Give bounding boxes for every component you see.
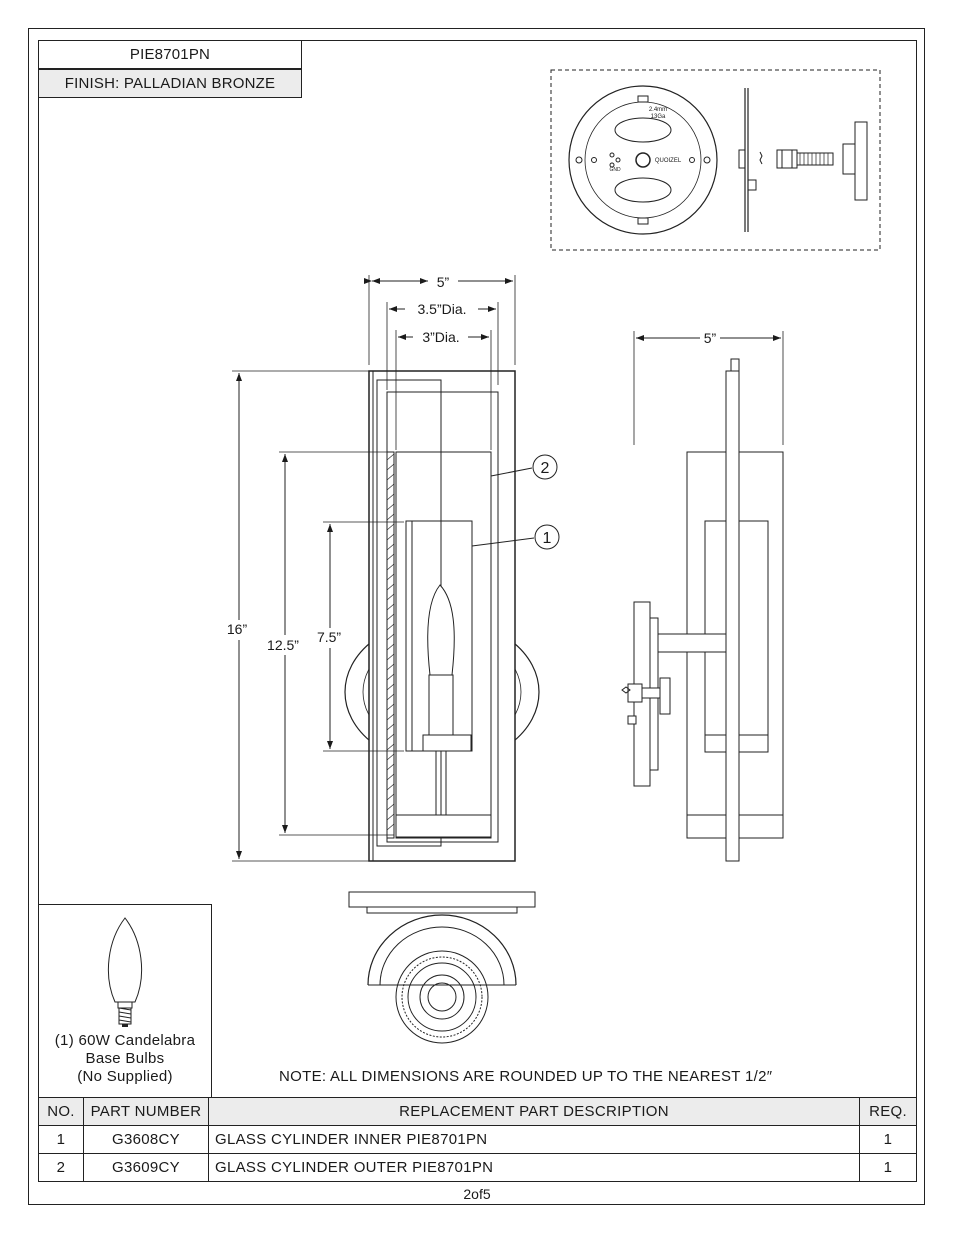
bulb-caption-line1: (1) 60W Candelabra	[54, 1032, 196, 1049]
dimension-note: NOTE: ALL DIMENSIONS ARE ROUNDED UP TO T…	[279, 1068, 773, 1085]
dim-inner-dia: 3”Dia.	[422, 329, 459, 345]
front-view	[344, 370, 540, 862]
dim-outer-dia: 3.5”Dia.	[417, 301, 466, 317]
row-part-number: G3609CY	[83, 1153, 209, 1182]
dimension-lines	[232, 275, 784, 862]
gauge-top-label: 2.4mm	[649, 107, 667, 113]
row-part-number: G3608CY	[83, 1125, 209, 1154]
header-part-number: PART NUMBER	[83, 1097, 209, 1126]
candelabra-bulb-icon	[107, 917, 143, 1027]
mounting-plate-detail: 2.4mm 13Ga QUOIZEL GND	[550, 69, 881, 251]
callout-outer-number: 2	[541, 460, 550, 477]
gauge-bottom-label: 13Ga	[651, 114, 666, 120]
dim-outer-glass-height: 12.5”	[267, 637, 299, 653]
drawing-border	[38, 40, 917, 1182]
parts-table: NO. PART NUMBER REPLACEMENT PART DESCRIP…	[38, 1097, 917, 1182]
dim-side-width: 5”	[704, 330, 717, 346]
parts-table-header: NO. PART NUMBER REPLACEMENT PART DESCRIP…	[38, 1097, 917, 1126]
dim-total-height: 16”	[227, 621, 248, 637]
top-view	[348, 891, 536, 1044]
row-no: 1	[38, 1125, 84, 1154]
table-row: 1 G3608CY GLASS CYLINDER INNER PIE8701PN…	[38, 1125, 917, 1154]
row-description: GLASS CYLINDER OUTER PIE8701PN	[208, 1153, 860, 1182]
row-no: 2	[38, 1153, 84, 1182]
header-req: REQ.	[859, 1097, 917, 1126]
row-req: 1	[859, 1153, 917, 1182]
gnd-label: GND	[609, 167, 621, 173]
dim-inner-glass-height: 7.5”	[317, 629, 341, 645]
table-row: 2 G3609CY GLASS CYLINDER OUTER PIE8701PN…	[38, 1153, 917, 1182]
header-description: REPLACEMENT PART DESCRIPTION	[208, 1097, 860, 1126]
model-number: PIE8701PN	[38, 40, 302, 69]
callout-inner-glass: 1	[471, 524, 560, 550]
bulb-caption: (1) 60W Candelabra Base Bulbs (No Suppli…	[38, 1032, 212, 1086]
dim-front-width: 5”	[437, 274, 450, 290]
bulb-caption-line2: Base Bulbs	[85, 1050, 165, 1067]
side-view	[621, 358, 784, 862]
callout-inner-number: 1	[543, 530, 552, 547]
callout-outer-glass: 2	[490, 454, 558, 480]
finish-label: FINISH: PALLADIAN BRONZE	[38, 69, 302, 98]
bulb-caption-line3: (No Supplied)	[77, 1068, 173, 1085]
page-number: 2of5	[463, 1186, 491, 1202]
row-description: GLASS CYLINDER INNER PIE8701PN	[208, 1125, 860, 1154]
row-req: 1	[859, 1125, 917, 1154]
page-outer-border	[28, 28, 925, 1205]
header-no: NO.	[38, 1097, 84, 1126]
brand-stamp: QUOIZEL	[655, 158, 682, 164]
